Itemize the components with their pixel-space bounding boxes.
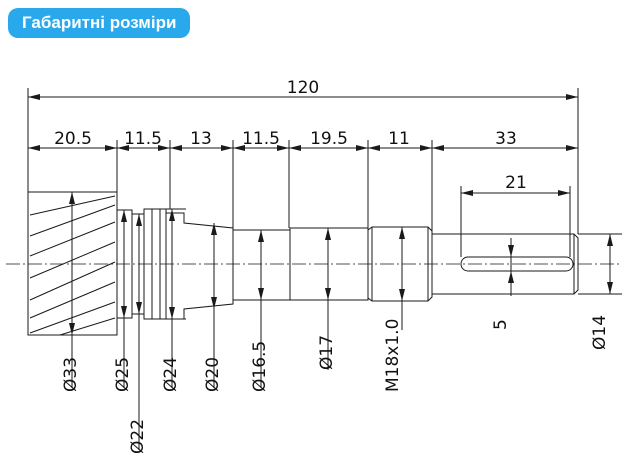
- section-d14: [432, 233, 579, 295]
- section-thread: [367, 226, 433, 302]
- dim-keyway-width: 5: [491, 319, 511, 330]
- dim-d33: Ø33: [61, 357, 81, 392]
- dim-segment-6: 11: [388, 129, 410, 149]
- segment-arrows: [28, 145, 578, 151]
- dim-d24: Ø24: [161, 357, 181, 392]
- dim-thread: M18x1.0: [383, 319, 403, 392]
- dim-overall-length: 120: [287, 78, 319, 98]
- section-d20: [166, 212, 234, 320]
- section-title-badge: Габаритні розміри: [8, 8, 191, 38]
- dim-segment-2: 11.5: [124, 129, 162, 149]
- dim-d17: Ø17: [317, 335, 337, 370]
- dim-d25: Ø25: [113, 357, 133, 392]
- dim-keyway-length: 21: [505, 173, 527, 193]
- dim-d14: Ø14: [590, 315, 610, 350]
- keyway-slot: [460, 256, 574, 272]
- diameter-dim-lines: [69, 192, 613, 450]
- dim-segment-1: 20.5: [54, 129, 92, 149]
- section-title: Габаритні розміри: [22, 13, 177, 32]
- dim-segment-3: 13: [190, 129, 212, 149]
- dim-segment-4: 11.5: [242, 129, 280, 149]
- dim-d20: Ø20: [203, 357, 223, 392]
- dim-d16-5: Ø16.5: [250, 341, 270, 392]
- dim-d22: Ø22: [128, 419, 148, 454]
- dim-segment-5: 19.5: [310, 129, 348, 149]
- dim-segment-7: 33: [495, 129, 517, 149]
- groove-d24: [143, 208, 167, 320]
- extension-lines: [27, 88, 622, 295]
